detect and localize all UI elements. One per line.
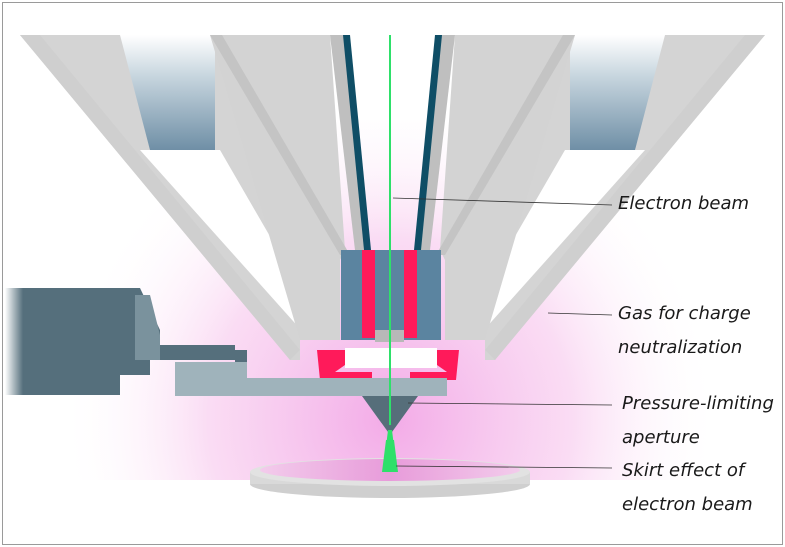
specimen-stage <box>250 440 530 498</box>
electron-beam-label: Electron beam <box>618 193 750 214</box>
side-apparatus <box>5 288 447 396</box>
skirt-label-line1: Skirt effect of <box>622 460 745 481</box>
leader-lines <box>392 197 613 469</box>
inner-column <box>210 35 575 340</box>
liner-tube <box>330 35 455 250</box>
gas-label-line1: Gas for charge <box>618 303 751 324</box>
skirt-label-line2: electron beam <box>622 494 753 515</box>
gas-label-line2: neutralization <box>618 337 743 358</box>
aperture-label-line2: aperture <box>622 427 700 448</box>
aperture-label-line1: Pressure-limiting <box>622 393 774 414</box>
upper-blue-housing <box>120 35 665 150</box>
